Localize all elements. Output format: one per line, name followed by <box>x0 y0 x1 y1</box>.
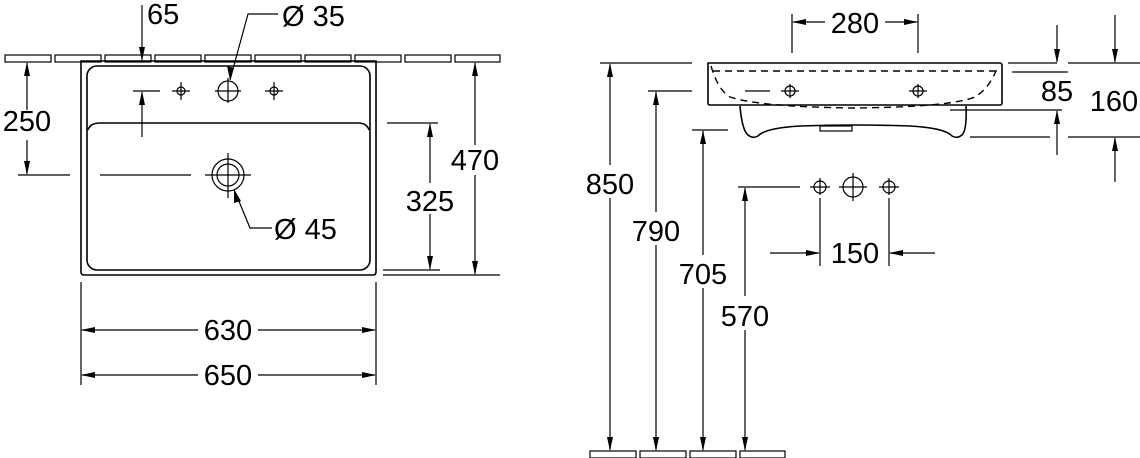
optional-tap-hole-icon <box>172 82 190 100</box>
dim-connection-spacing: 150 <box>831 238 879 270</box>
basin-inner-rim <box>86 65 371 271</box>
basin-side-outline <box>707 62 1003 106</box>
bowl-hidden-line <box>710 65 999 109</box>
side-view: 280 850 790 705 570 <box>586 8 1140 458</box>
top-view: 65 Ø 35 250 Ø 45 325 470 630 <box>3 0 501 392</box>
dim-tap-offset: 65 <box>147 0 179 31</box>
drain-connection-icon <box>839 173 867 201</box>
dim-rim-thickness: 85 <box>1041 76 1073 108</box>
dim-connection-height: 570 <box>721 301 769 333</box>
dim-rim-height: 850 <box>586 169 634 201</box>
tap-hole-icon <box>215 78 241 103</box>
tap-hole-icon <box>909 84 927 98</box>
drain-icon <box>205 153 251 198</box>
optional-tap-hole-icon <box>265 82 283 100</box>
dim-tap-spacing: 280 <box>831 8 879 40</box>
dim-underside-height: 705 <box>679 259 727 291</box>
dim-bowl-width: 630 <box>204 315 252 347</box>
dim-drain-diameter: Ø 45 <box>274 214 337 246</box>
pedestal-outline <box>739 105 967 139</box>
dim-bowl-depth: 325 <box>406 186 454 218</box>
wall-line <box>4 54 501 63</box>
connection-icon <box>879 178 899 195</box>
floor-line <box>589 450 786 458</box>
tap-hole-icon <box>781 84 799 98</box>
dim-tap-hole-diameter: Ø 35 <box>282 1 345 33</box>
tap-holes <box>172 78 283 103</box>
bowl-edge <box>87 122 370 131</box>
dim-bowl-bottom-height: 790 <box>632 216 680 248</box>
dim-drain-depth: 250 <box>3 106 51 138</box>
dim-total-depth: 470 <box>451 145 499 177</box>
dim-total-width: 650 <box>204 360 252 392</box>
connection-icon <box>810 178 830 195</box>
dim-total-height: 160 <box>1090 86 1138 118</box>
basin-outline <box>80 60 377 276</box>
